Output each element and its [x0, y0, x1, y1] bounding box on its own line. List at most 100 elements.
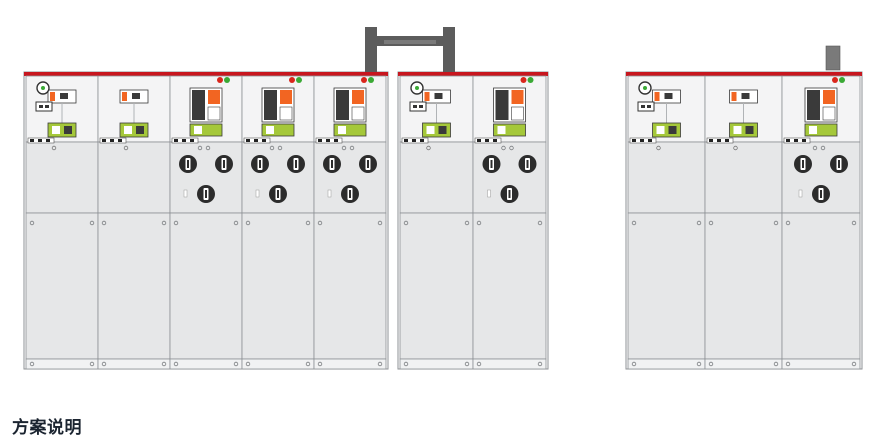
- rotary-switch: [269, 185, 287, 203]
- cabinet: [313, 75, 387, 370]
- counter-digit: [419, 105, 423, 108]
- mimic-orange-mark: [424, 92, 430, 101]
- bolt: [851, 361, 857, 367]
- indicator-dot: [190, 139, 194, 142]
- switch-pointer: [259, 160, 261, 168]
- bolt: [812, 145, 818, 151]
- rotary-switch: [500, 185, 519, 203]
- counter-digit: [413, 105, 417, 108]
- bolt: [101, 220, 107, 226]
- base-strip: [399, 358, 474, 370]
- bolt: [269, 145, 275, 151]
- rotary-switch: [359, 155, 377, 173]
- indicator-dot: [725, 139, 729, 142]
- indicator-row: [474, 137, 502, 144]
- indicator-row: [99, 137, 127, 144]
- mimic-bottom-mark: [745, 126, 754, 134]
- cable-compartment: [313, 212, 387, 360]
- mimic-bottom-window: [733, 126, 742, 134]
- bolt: [501, 145, 506, 151]
- indicator-red: [361, 77, 367, 83]
- switchgear-group-b: [397, 71, 549, 370]
- mimic-orange-mark: [654, 92, 660, 101]
- indicator-dot: [174, 139, 178, 142]
- section-heading: 方案说明: [12, 418, 82, 438]
- indicator-dot: [640, 139, 644, 142]
- mimic-dark-block: [495, 90, 509, 120]
- indicator-dot: [38, 139, 42, 142]
- bridge-post-left: [365, 27, 377, 72]
- bolt: [820, 145, 826, 151]
- indicator-row: [783, 137, 811, 144]
- indicator-dot: [802, 139, 806, 142]
- indicator-green: [296, 77, 302, 83]
- cabinet: [472, 75, 547, 370]
- mimic-bottom-window: [497, 126, 506, 134]
- indicator-dot: [262, 139, 266, 142]
- switch-pointer: [802, 160, 804, 168]
- bolt: [403, 220, 409, 226]
- mimic-bottom-window: [194, 126, 202, 134]
- bolt: [89, 361, 95, 367]
- mimic-dark-block: [264, 90, 277, 120]
- bolt: [509, 145, 514, 151]
- mimic-panel: [729, 89, 758, 138]
- switch-pointer: [277, 190, 279, 198]
- bolt: [277, 145, 283, 151]
- indicator-dot: [632, 139, 636, 142]
- base-strip: [472, 358, 547, 370]
- base-strip: [241, 358, 315, 370]
- bolt: [245, 361, 251, 367]
- mimic-bottom-window: [656, 126, 665, 134]
- bolt: [233, 361, 239, 367]
- bolt: [773, 361, 779, 367]
- bolt: [317, 361, 323, 367]
- cabinet: [627, 75, 706, 370]
- interlock-mark: [327, 189, 332, 198]
- bolt: [785, 220, 791, 226]
- bolt: [696, 220, 702, 226]
- operating-compartment: [627, 141, 706, 214]
- indicator-dot: [794, 139, 798, 142]
- top-bar: [24, 72, 388, 76]
- rotary-switch: [812, 185, 830, 203]
- cable-compartment: [781, 212, 861, 360]
- mimic-dark-mark: [434, 93, 443, 99]
- bolt: [631, 220, 637, 226]
- mimic-bottom-mark: [136, 126, 144, 134]
- bolt: [245, 220, 251, 226]
- bolt: [464, 361, 470, 367]
- bolt: [696, 361, 702, 367]
- mimic-bottom-mark: [438, 126, 447, 134]
- indicator-green: [224, 77, 230, 83]
- mimic-window: [351, 106, 365, 121]
- bridge-beam-detail: [384, 40, 436, 44]
- cabinet: [97, 75, 171, 370]
- indicator-dot: [477, 139, 481, 142]
- base-strip: [97, 358, 171, 370]
- switch-pointer: [526, 160, 529, 168]
- mimic-bottom-window: [426, 126, 435, 134]
- mimic-window: [207, 106, 221, 121]
- mimic-panel: [493, 87, 526, 137]
- rotary-switch: [518, 155, 537, 173]
- mimic-bottom-window: [52, 126, 60, 134]
- base-strip: [781, 358, 861, 370]
- indicator-green: [527, 77, 534, 83]
- mimic-orange-block: [280, 90, 292, 104]
- bolt: [631, 361, 637, 367]
- cabinet: [169, 75, 243, 370]
- bolt: [51, 145, 57, 151]
- indicator-dot: [412, 139, 416, 142]
- bolt: [317, 220, 323, 226]
- indicator-row: [315, 137, 343, 144]
- switchgear-group-a: [23, 71, 389, 370]
- bolt: [305, 361, 311, 367]
- bolt: [426, 145, 431, 151]
- indicator-green: [839, 77, 845, 83]
- indicator-green: [368, 77, 374, 83]
- rotary-switch: [197, 185, 215, 203]
- bolt: [305, 220, 311, 226]
- interlock-mark: [183, 189, 188, 198]
- indicator-dot: [648, 139, 652, 142]
